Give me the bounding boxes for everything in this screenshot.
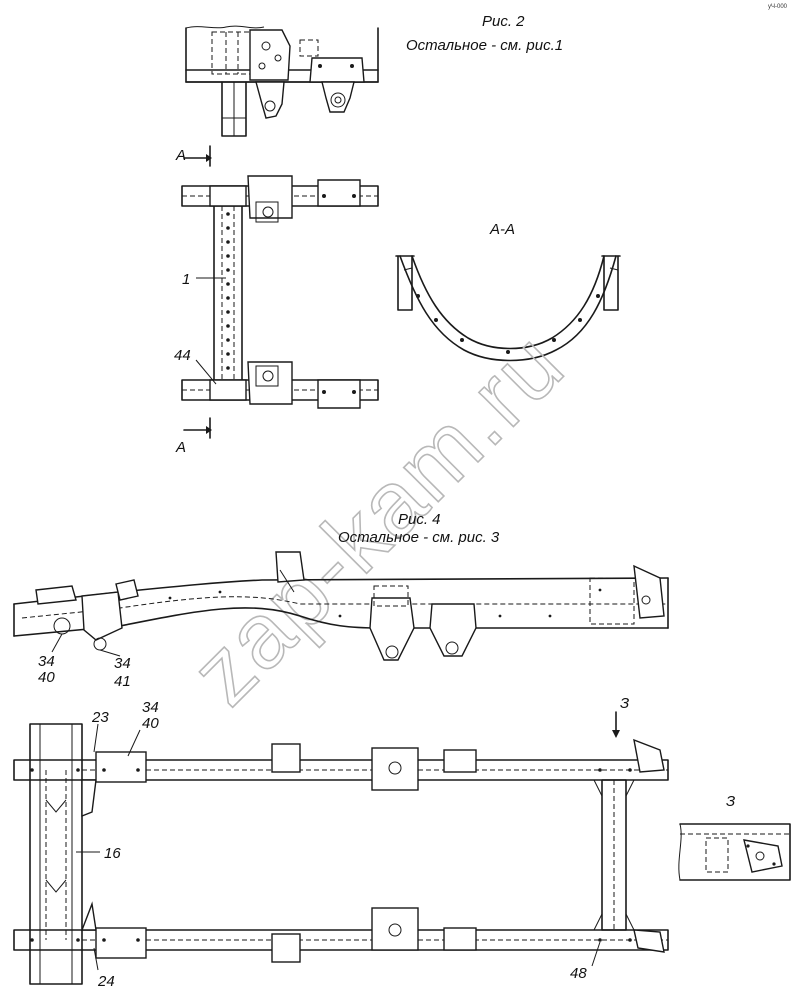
view-3-arrow-label: З <box>620 695 629 712</box>
fig2-side-view <box>185 25 379 137</box>
callout-34-a: 34 <box>38 653 55 670</box>
callout-23: 23 <box>91 709 109 726</box>
fig2-subtitle: Остальное - см. рис.1 <box>406 37 563 54</box>
fig4-subtitle: Остальное - см. рис. 3 <box>338 529 500 546</box>
callout-16: 16 <box>104 845 121 862</box>
view-3-title: З <box>726 793 735 810</box>
section-mark-a-top: А <box>175 147 186 164</box>
fig2-plan-view <box>181 145 379 439</box>
section-mark-a-bottom: А <box>175 439 186 456</box>
callout-48: 48 <box>570 965 587 982</box>
corner-mark: уЧ-000 <box>768 4 788 10</box>
fig4-side-view <box>13 551 669 661</box>
callout-34-c: 34 <box>142 699 159 716</box>
view-3-detail <box>678 823 791 881</box>
section-a-a-title: А-А <box>489 221 515 238</box>
callout-40-a: 40 <box>38 669 55 686</box>
callout-34-b: 34 <box>114 655 131 672</box>
section-a-a-view <box>395 255 621 362</box>
fig4-title: Рис. 4 <box>398 511 441 528</box>
callout-44: 44 <box>174 347 191 364</box>
fig2-title: Рис. 2 <box>482 13 525 30</box>
callout-41: 41 <box>114 673 131 690</box>
frame-plan-view <box>13 711 669 985</box>
callout-1: 1 <box>182 271 190 288</box>
callout-40-c: 40 <box>142 715 159 732</box>
callout-24: 24 <box>97 973 115 990</box>
